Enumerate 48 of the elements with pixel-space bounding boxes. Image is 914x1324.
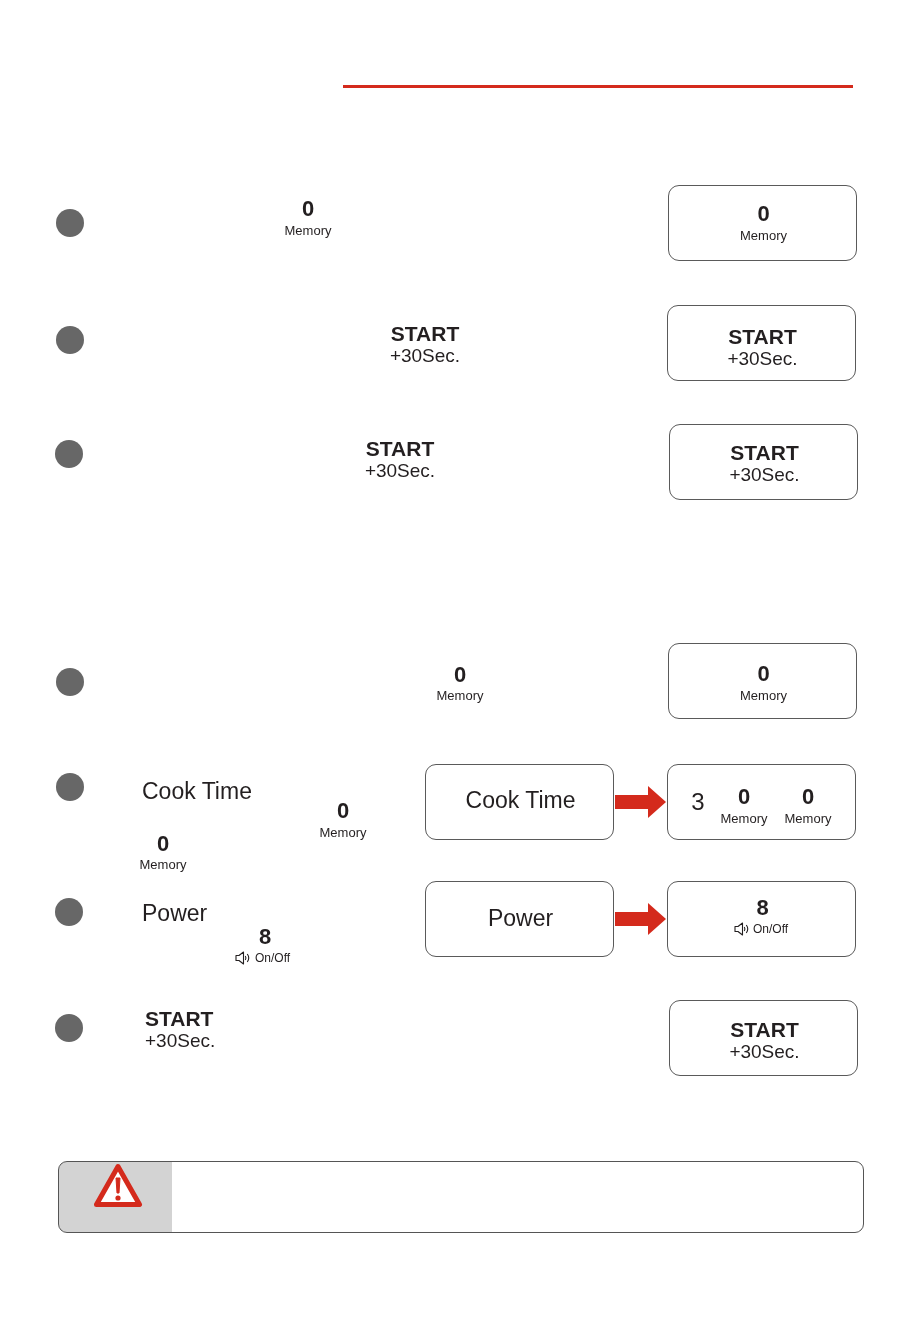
- key-sublabel: +30Sec.: [727, 348, 798, 368]
- key-caption: Memory: [436, 688, 484, 702]
- key-sublabel: +30Sec.: [729, 464, 800, 484]
- keypad-key: [669, 1000, 858, 1076]
- key-digit: 0: [301, 198, 315, 220]
- key-sublabel: +30Sec.: [389, 345, 461, 365]
- key-digit: 0: [453, 664, 467, 686]
- key-name: START: [728, 325, 797, 347]
- key-digit: 0: [156, 833, 170, 855]
- key-name: Cook Time: [142, 779, 252, 803]
- key-name: Power: [487, 906, 554, 930]
- keypad-key: [668, 185, 857, 261]
- block-arrow: [615, 903, 666, 935]
- key-digit: 8: [756, 897, 769, 919]
- key-caption: On/Off: [255, 952, 291, 964]
- keypad-key: [425, 881, 614, 957]
- key-name: Cook Time: [465, 788, 576, 812]
- key-caption: Memory: [720, 811, 768, 825]
- key-caption: Memory: [284, 223, 332, 237]
- block-arrow: [615, 786, 666, 818]
- key-digit: 0: [336, 800, 350, 822]
- keypad-key: [667, 305, 856, 381]
- key-sublabel: +30Sec.: [364, 460, 436, 480]
- key-name: Power: [142, 901, 208, 925]
- key-caption: Memory: [139, 857, 187, 871]
- keypad-key: [425, 764, 614, 840]
- key-digit: 0: [757, 663, 770, 685]
- key-digit: 0: [757, 203, 770, 225]
- keypad-key: [667, 881, 856, 957]
- key-sequence-panel: [667, 764, 856, 840]
- key-name: START: [365, 437, 435, 459]
- key-caption: Memory: [319, 825, 367, 839]
- display-digit: 0: [801, 786, 815, 808]
- key-name: START: [730, 441, 799, 463]
- key-digit: 8: [258, 926, 272, 948]
- key-sublabel: +30Sec.: [729, 1041, 800, 1061]
- key-name: START: [145, 1007, 214, 1029]
- keypad-key: [669, 424, 858, 500]
- display-digit: 3: [691, 790, 705, 814]
- display-digit: 0: [737, 786, 751, 808]
- key-sublabel: +30Sec.: [145, 1030, 216, 1050]
- key-caption: On/Off: [753, 923, 789, 935]
- key-caption: Memory: [740, 688, 787, 702]
- key-caption: Memory: [740, 228, 787, 242]
- key-caption: Memory: [784, 811, 832, 825]
- key-name: START: [390, 322, 460, 344]
- key-name: START: [730, 1018, 799, 1040]
- keypad-key: [668, 643, 857, 719]
